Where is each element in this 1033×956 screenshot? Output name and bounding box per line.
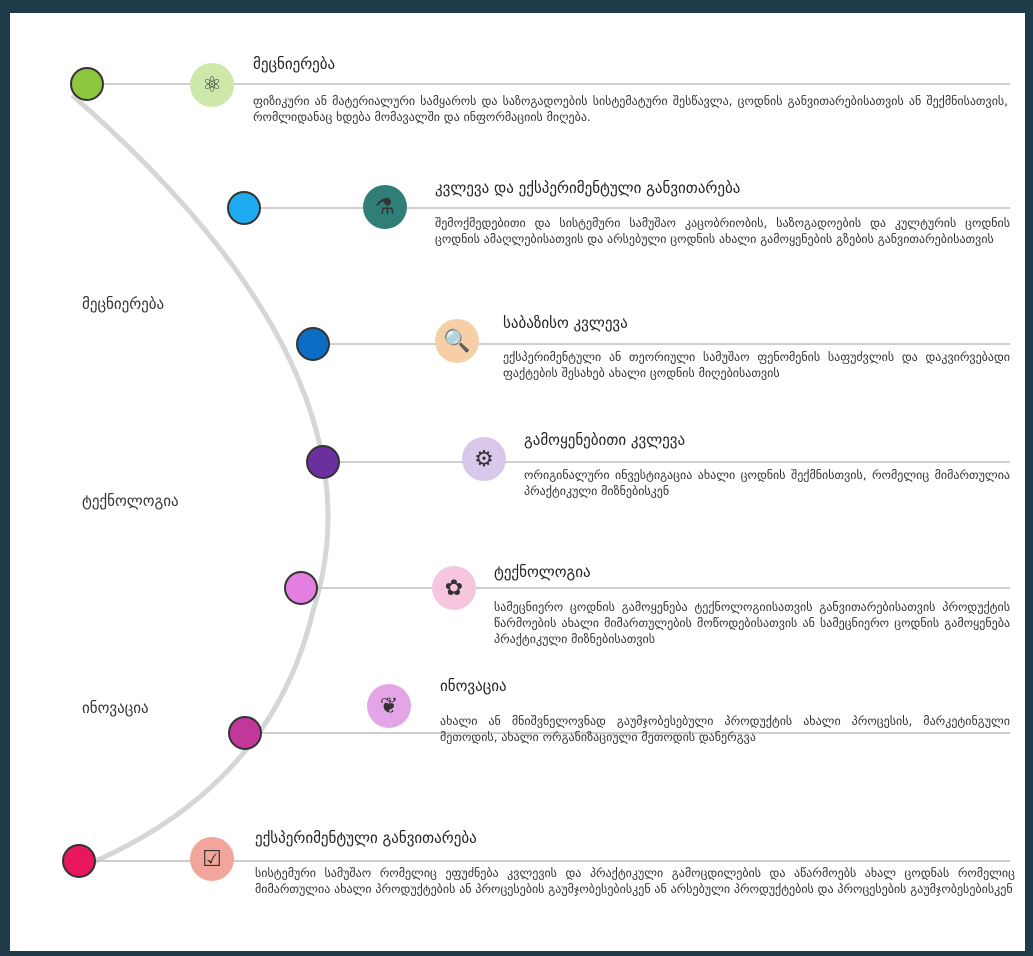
timeline-arc <box>70 93 331 874</box>
stage-dot-basic-research <box>296 327 330 361</box>
stage-title-technology: ტექნოლოგია <box>494 563 591 581</box>
checklist-icon: ☑ <box>190 837 234 881</box>
stage-body-applied-research: ორიგინალური ინვესტიგაცია ახალი ცოდნის შე… <box>524 468 1010 498</box>
stage-dot-experimental-development <box>62 844 96 878</box>
atom-icon: ⚛ <box>190 63 234 107</box>
applied-research-icon: ⚙ <box>462 437 506 481</box>
stage-dot-innovation <box>228 716 262 750</box>
innovation-icon: ❦ <box>367 684 411 728</box>
side-label-innovation: ინოვაცია <box>82 699 149 717</box>
side-label-technology: ტექნოლოგია <box>82 492 179 510</box>
stage-body-experimental-development: სისტემური სამუშაო რომელიც ეფუძნება კვლევ… <box>255 866 1015 896</box>
technology-icon: ✿ <box>432 566 476 610</box>
stage-title-research-development: კვლევა და ექსპერიმენტული განვითარება <box>435 179 741 197</box>
stage-body-science: ფიზიკური ან მატერიალური სამყაროს და საზო… <box>253 94 1008 124</box>
diagram-frame: მეცნიერება ტექნოლოგია ინოვაცია ⚛ მეცნიერ… <box>10 13 1025 951</box>
stage-dot-research-development <box>227 191 261 225</box>
stage-body-innovation: ახალი ან მნიშვნელოვნად გაუმჯობესებული პრ… <box>440 714 1010 744</box>
stage-dot-technology <box>284 571 318 605</box>
stage-title-applied-research: გამოყენებითი კვლევა <box>524 431 686 449</box>
stage-title-basic-research: საბაზისო კვლევა <box>503 314 628 332</box>
stage-dot-science <box>70 67 104 101</box>
stage-dot-applied-research <box>306 445 340 479</box>
stage-body-basic-research: ექსპერიმენტული ან თეორიული სამუშაო ფენომ… <box>503 350 1010 380</box>
search-document-icon: 🔍 <box>435 319 479 363</box>
stage-title-experimental-development: ექსპერიმენტული განვითარება <box>255 829 477 847</box>
stage-body-technology: სამეცნიერო ცოდნის გამოყენება ტექნოლოგიის… <box>494 600 1010 646</box>
stage-title-innovation: ინოვაცია <box>440 677 507 695</box>
stage-title-science: მეცნიერება <box>253 55 336 73</box>
stage-body-research-development: შემოქმედებითი და სისტემური სამუშაო კაცობ… <box>435 216 1010 246</box>
side-label-science: მეცნიერება <box>82 295 165 313</box>
research-icon: ⚗ <box>363 185 407 229</box>
